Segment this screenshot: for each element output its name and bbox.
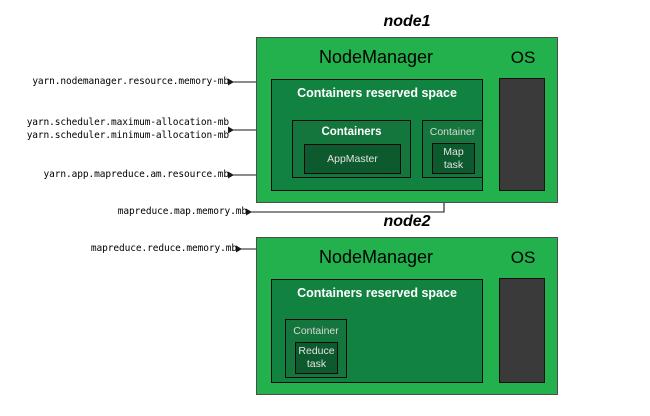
node1-container-box: Container Map task — [422, 120, 483, 178]
node1-containers-group-title: Containers — [321, 126, 382, 138]
node1-appmaster-box: AppMaster — [304, 144, 401, 174]
node1-os-title: OS — [510, 48, 536, 67]
label-scheduler-maximum-allocation: yarn.scheduler.maximum-allocation-mb — [26, 117, 229, 128]
label-scheduler-minimum-allocation: yarn.scheduler.minimum-allocation-mb — [26, 130, 229, 141]
node1-appmaster-label: AppMaster — [327, 152, 378, 165]
node1-map-task-box: Map task — [432, 143, 475, 174]
node1-container-title: Container — [429, 126, 476, 138]
label-map-memory: mapreduce.map.memory.mb — [117, 206, 247, 217]
node2-os-block — [499, 278, 545, 383]
node2-caption: node2 — [383, 213, 431, 230]
node2-reserved-space-box: Containers reserved space Container Redu… — [271, 279, 483, 383]
node2-container-box: Container Reduce task — [285, 319, 347, 378]
node2-reduce-task-label: Reduce task — [298, 345, 335, 370]
node1-caption: node1 — [383, 13, 431, 30]
node1-box: NodeManager OS Containers reserved space… — [256, 37, 558, 203]
label-reduce-memory: mapreduce.reduce.memory.mb — [90, 243, 237, 254]
node2-container-title: Container — [293, 325, 339, 337]
node2-os-title: OS — [510, 248, 536, 267]
node1-reserved-space-box: Containers reserved space Containers App… — [271, 79, 483, 191]
label-am-resource: yarn.app.mapreduce.am.resource.mb — [43, 169, 230, 180]
node2-reduce-task-box: Reduce task — [295, 342, 338, 374]
node2-nodemanager-title: NodeManager — [318, 247, 434, 267]
node1-reserved-space-title: Containers reserved space — [297, 86, 457, 100]
node1-containers-group-box: Containers AppMaster — [292, 120, 411, 178]
node2-box: NodeManager OS Containers reserved space… — [256, 237, 558, 395]
node1-map-task-label: Map task — [443, 145, 464, 171]
node1-nodemanager-title: NodeManager — [318, 47, 434, 67]
node2-reserved-space-title: Containers reserved space — [297, 286, 457, 300]
node1-os-block — [499, 78, 545, 191]
label-nodemanager-resource-memory: yarn.nodemanager.resource.memory-mb — [32, 76, 229, 87]
